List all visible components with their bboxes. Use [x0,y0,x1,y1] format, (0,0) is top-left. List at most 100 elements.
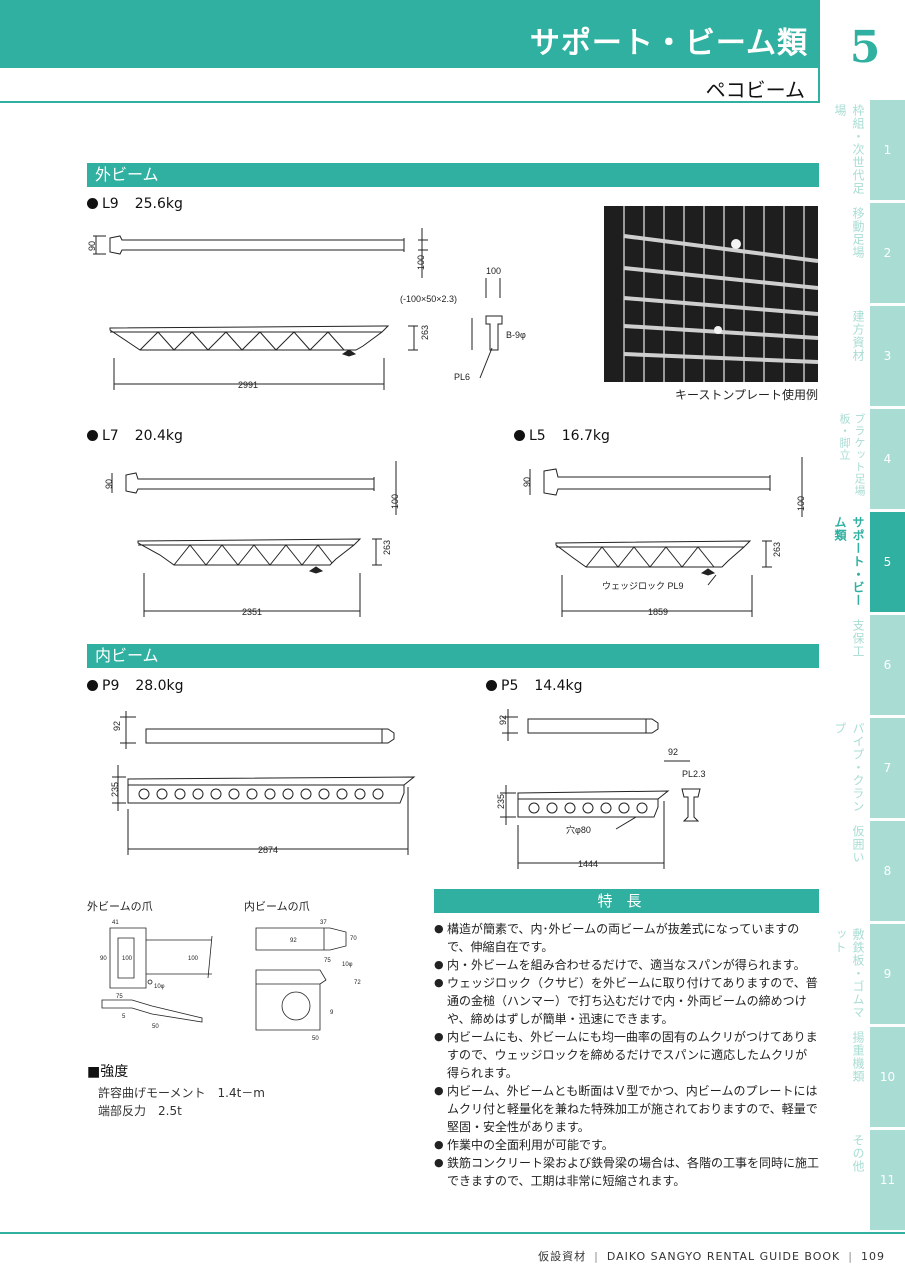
outer-claw-caption: 外ビームの爪 [87,900,153,913]
beam-side-view [109,325,390,351]
feature-item: 作業中の全面利用が可能です。 [434,1136,819,1154]
side-tab-label: 支保工 [851,619,865,658]
dim-label: 70 [350,936,357,942]
model-weight: 16.7kg [561,428,610,444]
features-title: 特長 [434,889,819,913]
feature-item: 内ビーム、外ビームとも断面はＶ型でかつ、内ビームのプレートにはムクリ付と軽量化を… [434,1082,819,1136]
dim-label: 100 [796,496,806,511]
side-tab-number: 10 [870,1027,905,1127]
side-tab-2[interactable]: 移動足場 2 [845,203,905,303]
dim-label: 37 [320,920,327,926]
feature-item: ウェッジロック（クサビ）を外ビームに取り付けてありますので、普通の金槌（ハンマー… [434,974,819,1028]
side-tab-label: 仮囲い [851,825,865,864]
dim-label: 41 [112,920,119,926]
side-tab-number: 1 [870,100,905,200]
spec-l9: L9 25.6kg [87,196,183,212]
side-tab-10[interactable]: 揚重機類 10 [845,1027,905,1127]
side-tab-11[interactable]: その他 11 [845,1130,905,1230]
model-weight: 25.6kg [134,196,183,212]
dim-label: 2874 [258,845,278,855]
photo-caption: キーストンプレート使用例 [674,388,818,402]
side-tab-number: 2 [870,203,905,303]
side-tab-label: 移動足場 [851,207,865,259]
side-tab-label: 枠組・次世代足場 [833,104,865,195]
strength-reaction: 端部反力 2.5t [98,1104,182,1118]
dim-label: 2351 [242,607,262,617]
dim-label: 92 [668,747,678,757]
bullet-icon [514,430,525,441]
drawing-p9: 92 235 2874 [104,705,424,865]
dim-label: PL2.3 [682,769,706,779]
footer-category: 仮設資材 [538,1250,587,1263]
model-weight: 14.4kg [534,678,583,694]
drawing-l5: 90 100 263 ウェッジロック PL9 1859 [512,455,818,625]
footer: 仮設資材|DAIKO SANGYO RENTAL GUIDE BOOK|109 [538,1248,885,1264]
side-tab-number: 9 [870,924,905,1024]
side-tab-number: 5 [870,512,905,612]
dim-label: 穴φ80 [566,824,591,835]
dim-label: 10φ [342,962,353,968]
spec-l5: L5 16.7kg [514,428,610,444]
page-subtitle: ペコビーム [705,78,805,102]
spec-p9: P9 28.0kg [87,678,184,694]
inner-claw-caption: 内ビームの爪 [244,900,310,913]
dim-label: 72 [354,980,361,986]
strength-moment: 許容曲げモーメント 1.4t－m [98,1086,265,1100]
dim-label: 75 [116,994,123,1000]
footer-divider [0,1232,905,1234]
page-title: サポート・ビーム類 [529,26,808,61]
dim-label: 263 [382,540,392,555]
dim-label: 90 [100,956,107,962]
header-bar: サポート・ビーム類 [0,0,820,68]
model-name: P9 [102,678,120,694]
page-number: 109 [861,1250,885,1263]
drawing-p5: 92 92 PL2.3 235 穴φ80 1444 [486,705,736,875]
header-divider-vertical [818,0,820,103]
dim-label: ウェッジロック PL9 [602,581,684,591]
dim-label: 90 [88,241,97,251]
side-tab-number: 11 [870,1130,905,1230]
side-tab-label: その他 [851,1134,865,1173]
dim-label: 5 [122,1014,126,1020]
lightening-holes [138,788,384,800]
bullet-icon [87,430,98,441]
side-tab-label: 建方資材 [851,310,865,362]
section-inner-beam: 内ビーム [87,644,819,668]
dim-label: 92 [498,715,508,725]
dim-label: 100 [416,255,426,270]
footer-separator: | [848,1250,853,1263]
strength-title: 強度 [87,1061,128,1081]
photo-placeholder [604,206,818,382]
model-weight: 28.0kg [135,678,184,694]
drawing-l9: 90 100 263 2991 100 (-100×50×2.3) B-9φ P… [88,218,598,398]
model-name: L5 [529,428,546,444]
dim-label: 75 [324,958,331,964]
dim-label: 92 [290,938,297,944]
model-name: L9 [102,196,119,212]
side-tab-number: 3 [870,306,905,406]
drawing-inner-claw: 37 92 70 75 10φ 9 50 72 [250,914,380,1044]
side-tab-number: 6 [870,615,905,715]
side-tab-3[interactable]: 建方資材 3 [845,306,905,406]
feature-item: 鉄筋コンクリート梁および鉄骨梁の場合は、各階の工事を同時に施工できますので、工期… [434,1154,819,1190]
dim-label: 92 [112,721,122,731]
dim-label: 100 [188,956,199,962]
dim-label: 100 [122,956,133,962]
model-weight: 20.4kg [134,428,183,444]
side-tab-label: 敷鉄板・ゴムマット [833,928,865,1019]
dim-label: 235 [110,782,120,797]
dim-label: 2991 [238,380,258,390]
side-tab-6[interactable]: 支保工 6 [845,615,905,715]
drawing-outer-claw: 41 90 100 100 10φ 75 5 50 [92,914,222,1034]
side-tab-label: 揚重機類 [851,1031,865,1083]
dim-label: 263 [420,325,430,340]
keystone-plate-photo [604,206,818,382]
